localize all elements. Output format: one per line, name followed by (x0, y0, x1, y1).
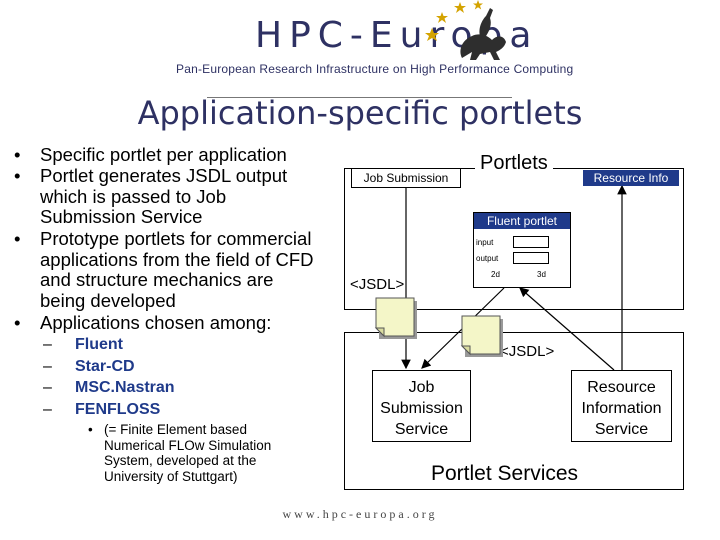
fluent-portlet-header: Fluent portlet (474, 213, 570, 229)
bullet-3: • Prototype portlets for commercial appl… (14, 228, 314, 311)
resource-info-portlet[interactable]: Resource Info (583, 170, 679, 186)
fluent-output-label: output (476, 254, 499, 263)
job-submission-service: Job Submission Service (372, 370, 471, 442)
bullet-dot: • (14, 228, 21, 249)
resource-information-service: Resource Information Service (571, 370, 672, 442)
bullet-4: • Applications chosen among: (14, 312, 272, 333)
jsdl-document-icon (374, 297, 417, 339)
bullet-dot: • (88, 422, 93, 437)
arrow-resource-service-to-fluent (519, 287, 615, 371)
logo-stars-and-rider-icon (425, 0, 506, 60)
tagline: Pan-European Research Infrastructure on … (176, 62, 574, 76)
app-msc-nastran: –MSC.Nastran (43, 379, 175, 396)
app-star-cd: –Star-CD (43, 358, 135, 375)
jsdl-document-icon (460, 315, 503, 357)
page-title: Application-specific portlets (137, 94, 583, 132)
bullet-dot: • (14, 165, 21, 186)
fenfloss-note: • (= Finite Element based Numerical FLOw… (88, 422, 272, 484)
fluent-output-field[interactable] (513, 252, 549, 264)
fluent-3d-option[interactable]: 3d (537, 270, 546, 279)
app-fluent: –Fluent (43, 336, 123, 353)
jsdl-label-left: <JSDL> (350, 276, 405, 293)
fluent-2d-option[interactable]: 2d (491, 270, 500, 279)
bullet-1: • Specific portlet per application (14, 144, 287, 165)
portlets-label: Portlets (475, 152, 553, 175)
bullet-dot: • (14, 144, 21, 165)
portlet-services-label: Portlet Services (429, 462, 581, 486)
jsdl-label-right: <JSDL> (500, 343, 555, 360)
job-submission-portlet[interactable]: Job Submission (351, 168, 461, 188)
title-rule (207, 97, 512, 98)
bullet-2: • Portlet generates JSDL output which is… (14, 165, 288, 227)
footer-url: www.hpc-europa.org (282, 507, 438, 521)
app-fenfloss: –FENFLOSS (43, 401, 161, 418)
fluent-input-field[interactable] (513, 236, 549, 248)
bullet-dot: • (14, 312, 21, 333)
fluent-input-label: input (476, 238, 494, 247)
